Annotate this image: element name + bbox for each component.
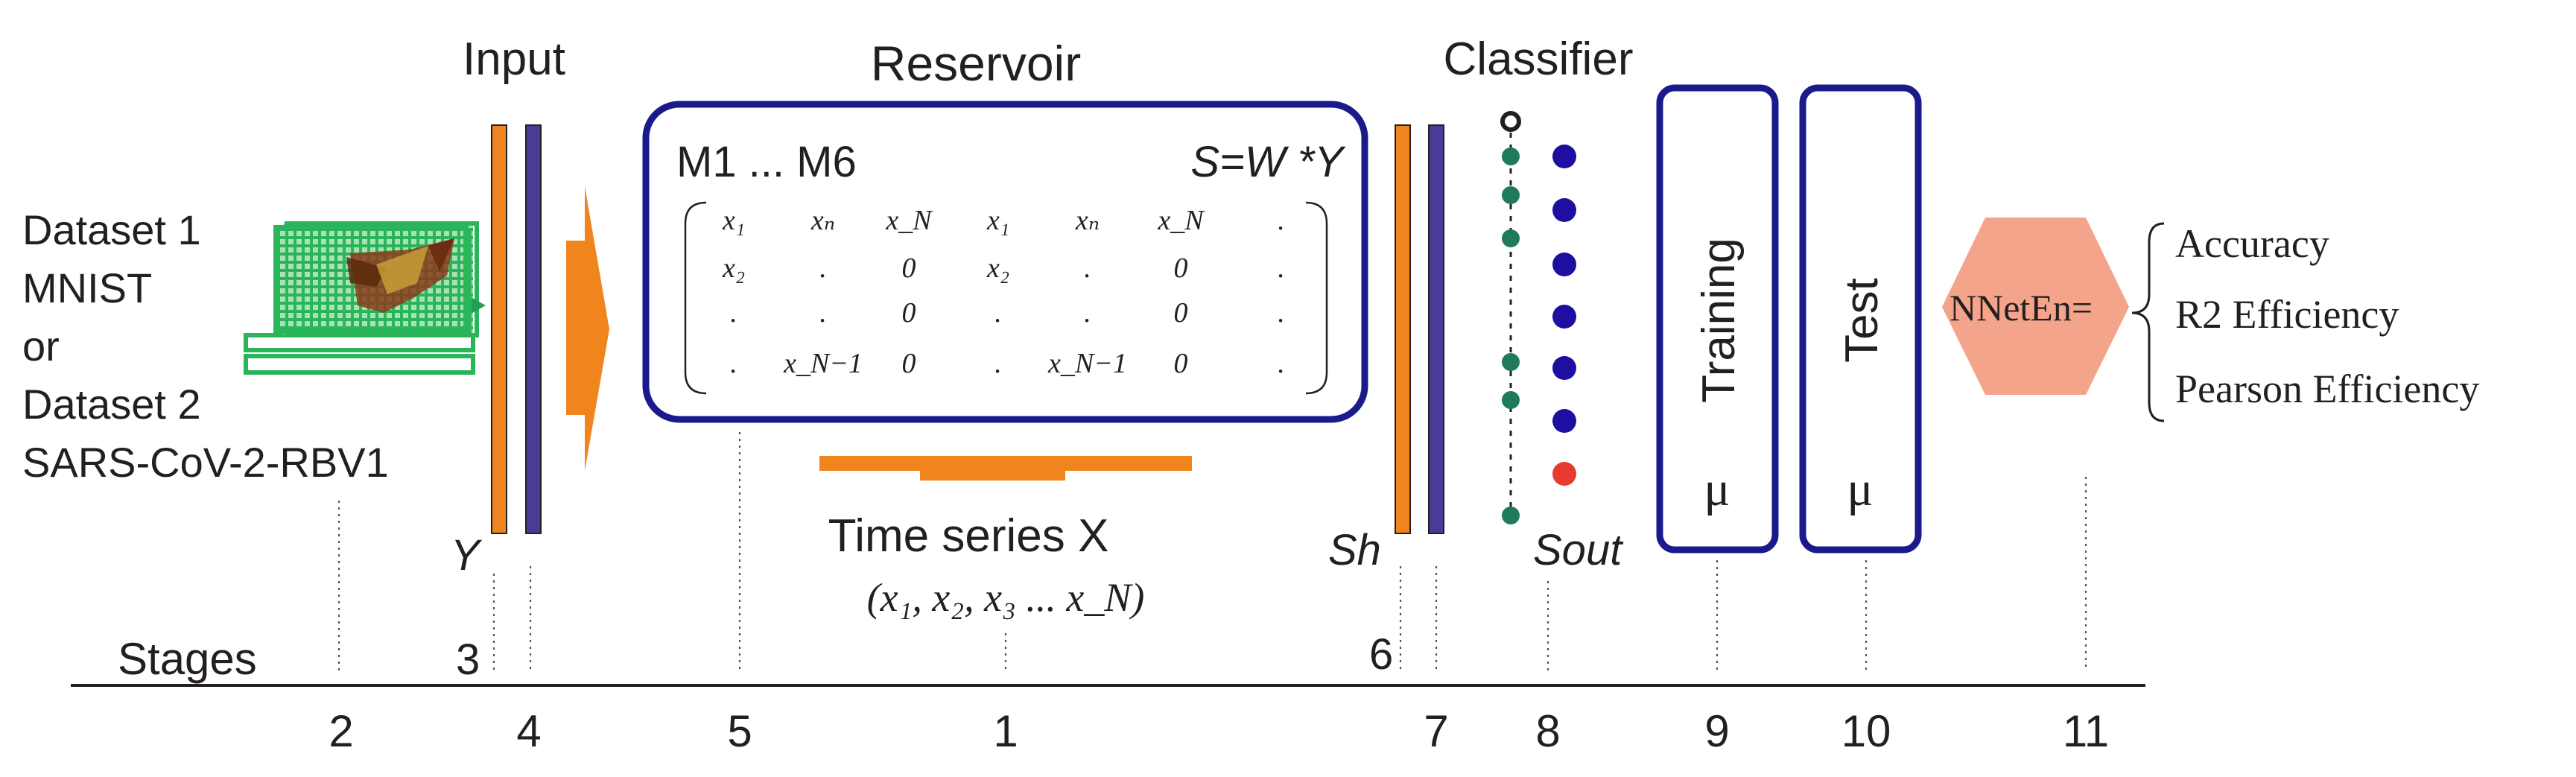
test-mu: μ (1847, 462, 1873, 516)
y-label: Y (451, 531, 483, 580)
nneten-hexagon (1942, 218, 2129, 395)
matrix-cell: . (1084, 297, 1091, 329)
training-mu: μ (1704, 462, 1730, 516)
nneten-label: NNetEn= (1950, 287, 2093, 329)
matrix-cell: . (1084, 253, 1091, 284)
metrics-brace (2131, 222, 2165, 422)
matrix-cell: . (730, 297, 737, 329)
training-label: Training (1693, 238, 1745, 403)
mnist-digit-image (244, 221, 486, 375)
matrix-cell: 0 (1174, 348, 1188, 379)
matrix-cell: x_N−1 (783, 348, 863, 379)
dataset-line-1: Dataset 1 (22, 206, 201, 253)
stage-number: 5 (727, 706, 752, 756)
stage-number: 4 (516, 706, 541, 756)
matrix-cell: . (1278, 253, 1285, 284)
input-node-6 (1502, 507, 1520, 524)
time-series-label: Time series X (828, 510, 1109, 562)
reservoir-box (642, 101, 1368, 423)
output-node-2 (1552, 198, 1576, 222)
classifier-output-column (1552, 145, 1576, 486)
time-series-sequence: (x₁, x₂, x₃ ... x_N) (867, 575, 1145, 620)
time-series-label-text: Time series X (828, 510, 1109, 562)
reservoir-equation: S=W *Y (1190, 138, 1346, 186)
input-ring-node (1500, 111, 1521, 132)
input-node-4 (1502, 353, 1520, 371)
output-node-5 (1552, 356, 1576, 380)
stage-number: 1 (993, 706, 1018, 756)
matrix-cell: . (819, 297, 827, 329)
classifier-input-column (1500, 111, 1521, 524)
input-node-5 (1502, 391, 1520, 409)
dataset-line-5: SARS-CoV-2-RBV1 (22, 439, 389, 486)
sh-layer-purple (1428, 124, 1444, 534)
stage-numbers: 2 4 5 1 7 8 9 10 11 (329, 706, 2109, 756)
matrix-cell: x₂ (722, 253, 745, 284)
matrix-cell: 0 (902, 348, 916, 379)
reservoir-models: M1 ... M6 (676, 138, 857, 186)
matrix-cell: . (819, 253, 827, 284)
input-layer-orange (491, 124, 507, 534)
sout-label: Sout (1533, 526, 1624, 574)
test-label: Test (1836, 278, 1888, 363)
matrix-cell: . (1278, 348, 1285, 379)
stage-number: 2 (329, 706, 353, 756)
metric-accuracy: Accuracy (2175, 221, 2329, 266)
matrix-cell: x_N−1 (1047, 348, 1127, 379)
stage-number: 11 (2063, 706, 2109, 756)
stages-label: Stages (118, 634, 257, 684)
matrix-cell: x₁ (986, 205, 1009, 236)
training-box (1656, 84, 1779, 554)
matrix-cell: . (994, 297, 1002, 329)
matrix-cell: . (1278, 205, 1285, 236)
test-box (1799, 84, 1922, 554)
output-node-active (1552, 462, 1576, 486)
matrix-cell: . (1278, 297, 1285, 329)
output-node-3 (1552, 253, 1576, 276)
matrix-cell: 0 (902, 253, 916, 284)
reservoir-header: Reservoir (871, 36, 1081, 91)
matrix-cell: 0 (1174, 297, 1188, 329)
input-node-2 (1502, 186, 1520, 204)
dataset-line-2: MNIST (22, 264, 152, 311)
output-node-4 (1552, 305, 1576, 329)
matrix-cell: xₙ (1075, 205, 1100, 236)
matrix-cell: 0 (902, 297, 916, 329)
matrix-cell: x₂ (986, 253, 1009, 284)
output-node-6 (1552, 409, 1576, 433)
matrix-cell: 0 (1174, 253, 1188, 284)
input-header: Input (463, 34, 565, 85)
matrix-cell: x_N (1157, 205, 1205, 236)
dataset-line-4: Dataset 2 (22, 381, 201, 428)
stage-number: 8 (1535, 706, 1560, 756)
input-node-1 (1502, 148, 1520, 165)
matrix-cell: x₁ (722, 205, 745, 236)
stage-6-label: 6 (1369, 630, 1393, 679)
matrix-cell: x_N (885, 205, 933, 236)
stage-number: 7 (1424, 706, 1448, 756)
input-layer-purple (525, 124, 542, 534)
input-to-reservoir-arrow (566, 186, 609, 471)
stage-number: 9 (1704, 706, 1729, 756)
metric-pearson-efficiency: Pearson Efficiency (2175, 367, 2479, 411)
stage-number: 10 (1841, 706, 1891, 756)
output-node-1 (1552, 145, 1576, 168)
matrix-cell: xₙ (810, 205, 835, 236)
stage-3-label: 3 (456, 635, 480, 684)
metric-r2-efficiency: R2 Efficiency (2175, 292, 2399, 337)
dataset-line-3: or (22, 323, 60, 370)
stage-guides (337, 432, 2087, 670)
sh-label: Sh (1328, 526, 1381, 574)
sh-layer-orange (1395, 124, 1411, 534)
matrix-cell: . (730, 348, 737, 379)
reservoir-matrix: x₁ xₙ x_N x₁ xₙ x_N. x₂. 0 x₂. 0... 0.. 0.. x_N−1 0. x… (684, 201, 1328, 395)
time-series-arrow (819, 456, 1192, 481)
classifier-header: Classifier (1444, 34, 1634, 85)
input-node-3 (1502, 229, 1520, 247)
matrix-cell: . (994, 348, 1002, 379)
dataset-labels: Dataset 1 MNIST or Dataset 2 SARS-CoV-2-… (22, 206, 389, 486)
